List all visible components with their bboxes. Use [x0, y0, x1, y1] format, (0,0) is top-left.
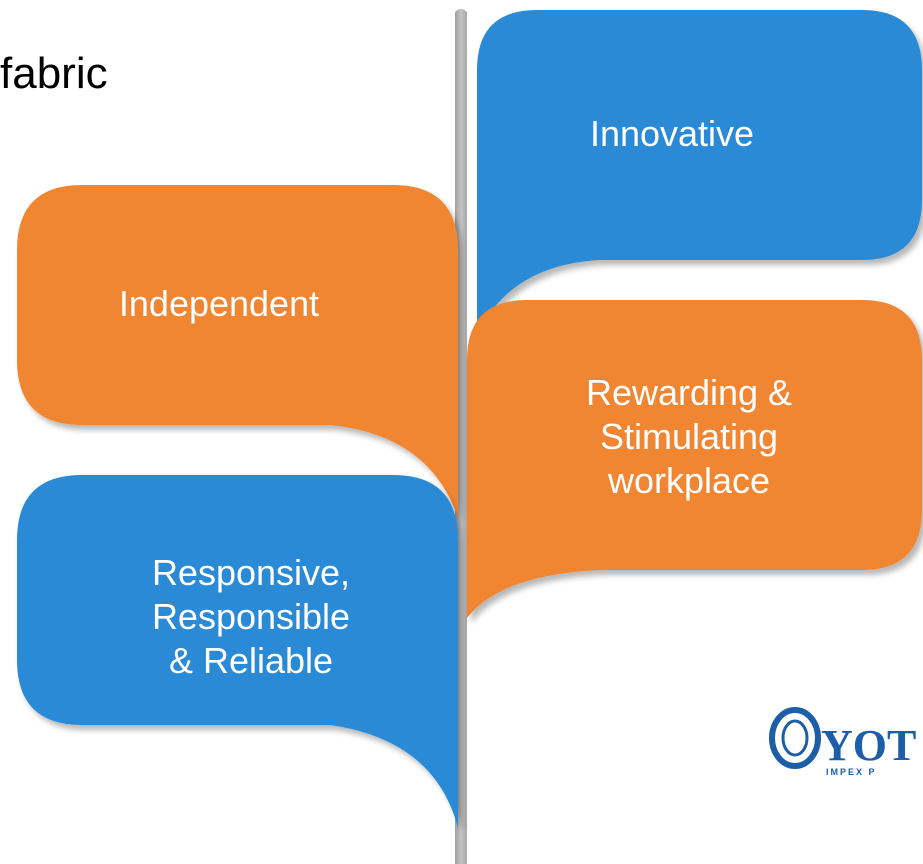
- rewarding-line-3: workplace: [607, 460, 771, 501]
- leaf-label-responsive: Responsive, Responsible & Reliable: [152, 551, 350, 683]
- leaf-label-rewarding: Rewarding & Stimulating workplace: [586, 371, 792, 503]
- rewarding-line-1: Rewarding &: [585, 372, 793, 413]
- rewarding-line-2: Stimulating: [599, 416, 779, 457]
- leaf-label-innovative: Innovative: [589, 113, 755, 154]
- leaf-independent: [17, 185, 458, 518]
- leaf-responsive: [17, 475, 458, 828]
- responsive-line-1: Responsive,: [151, 552, 351, 593]
- logo-subtext: IMPEX P: [826, 767, 877, 777]
- responsive-line-2: Responsible: [151, 596, 351, 637]
- logo-wordmark: YOT: [821, 721, 916, 770]
- leaf-innovative: [477, 10, 922, 335]
- logo-ring-icon: [769, 707, 821, 769]
- leaf-label-independent: Independent: [118, 283, 320, 324]
- company-logo: YOT IMPEX P: [769, 707, 916, 777]
- heading-fragment: fabric: [0, 49, 108, 98]
- leaf-rewarding: [467, 300, 922, 618]
- logo-ring-inner-icon: [781, 719, 809, 757]
- responsive-line-3: & Reliable: [168, 640, 334, 681]
